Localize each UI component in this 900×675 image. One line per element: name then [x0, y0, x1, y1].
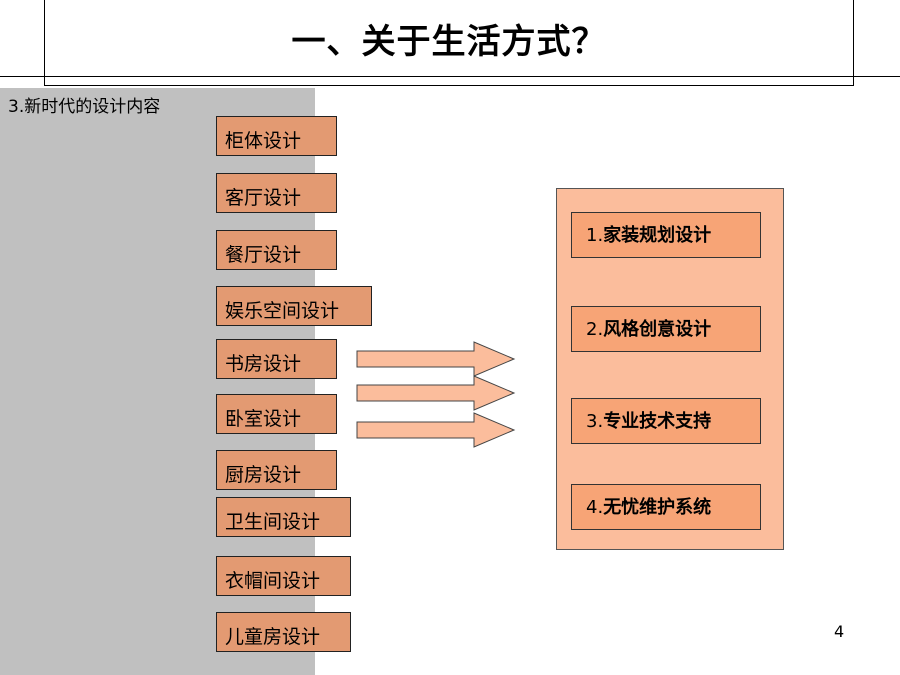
design-item-study: 书房设计 [216, 339, 337, 379]
slide-title: 一、关于生活方式？ [291, 22, 607, 62]
design-item-kids-room: 儿童房设计 [216, 612, 351, 652]
feature-tech-support: 3.专业技术支持 [571, 398, 761, 444]
design-item-dining-room: 餐厅设计 [216, 230, 337, 270]
feature-planning: 1.家装规划设计 [571, 212, 761, 258]
design-item-cabinet: 柜体设计 [216, 116, 337, 156]
design-item-cloakroom: 衣帽间设计 [216, 556, 351, 596]
design-item-bedroom: 卧室设计 [216, 394, 337, 434]
feature-maintenance: 4.无忧维护系统 [571, 484, 761, 530]
design-item-living-room: 客厅设计 [216, 173, 337, 213]
arrow-right-icon [356, 341, 516, 377]
arrow-right-icon [356, 412, 516, 448]
design-item-entertainment: 娱乐空间设计 [216, 286, 372, 326]
feature-style: 2.风格创意设计 [571, 306, 761, 352]
page-number: 4 [834, 622, 845, 641]
design-item-kitchen: 厨房设计 [216, 450, 337, 490]
design-item-bathroom: 卫生间设计 [216, 497, 351, 537]
title-divider [0, 76, 900, 77]
section-subtitle: 3.新时代的设计内容 [8, 97, 161, 117]
title-frame: 一、关于生活方式？ [44, 0, 854, 86]
arrow-right-icon [356, 375, 516, 411]
